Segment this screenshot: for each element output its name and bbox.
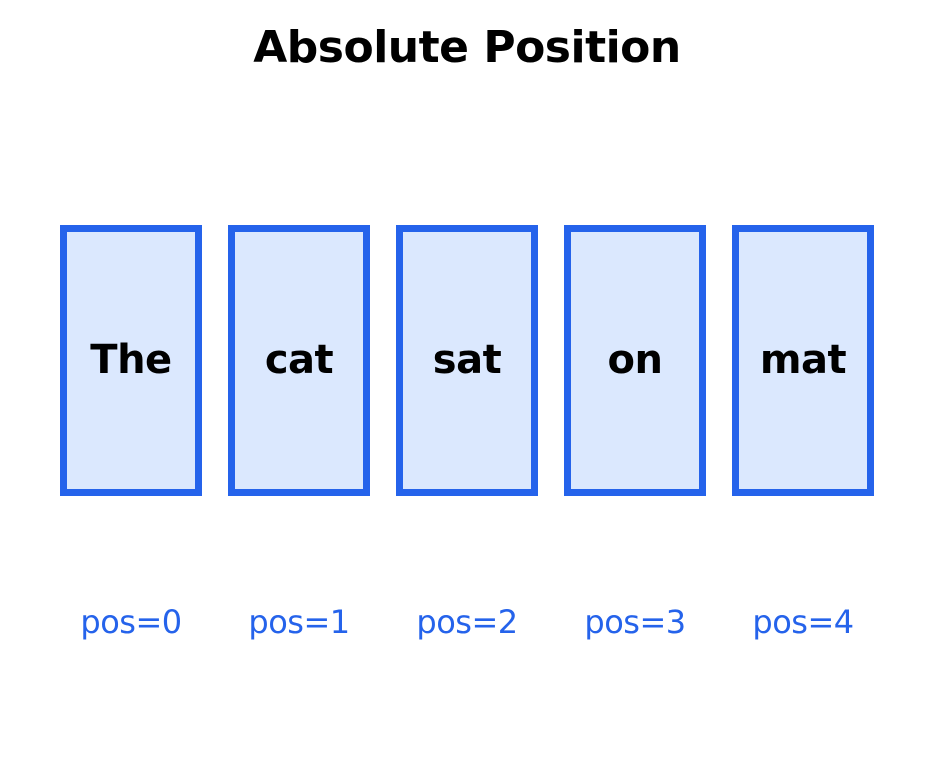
token-box: mat (732, 225, 874, 496)
position-label: pos=2 (416, 603, 518, 641)
position-label: pos=4 (752, 603, 854, 641)
token-word: The (90, 336, 172, 383)
token-box: The (60, 225, 202, 496)
token-word: on (607, 336, 663, 383)
token-box: on (564, 225, 706, 496)
position-label: pos=0 (80, 603, 182, 641)
token-word: cat (264, 336, 334, 383)
token-word: sat (432, 336, 502, 383)
token-box: sat (396, 225, 538, 496)
diagram-title: Absolute Position (253, 22, 681, 73)
token-box: cat (228, 225, 370, 496)
token-word: mat (759, 336, 847, 383)
position-label: pos=3 (584, 603, 686, 641)
position-label: pos=1 (248, 603, 350, 641)
